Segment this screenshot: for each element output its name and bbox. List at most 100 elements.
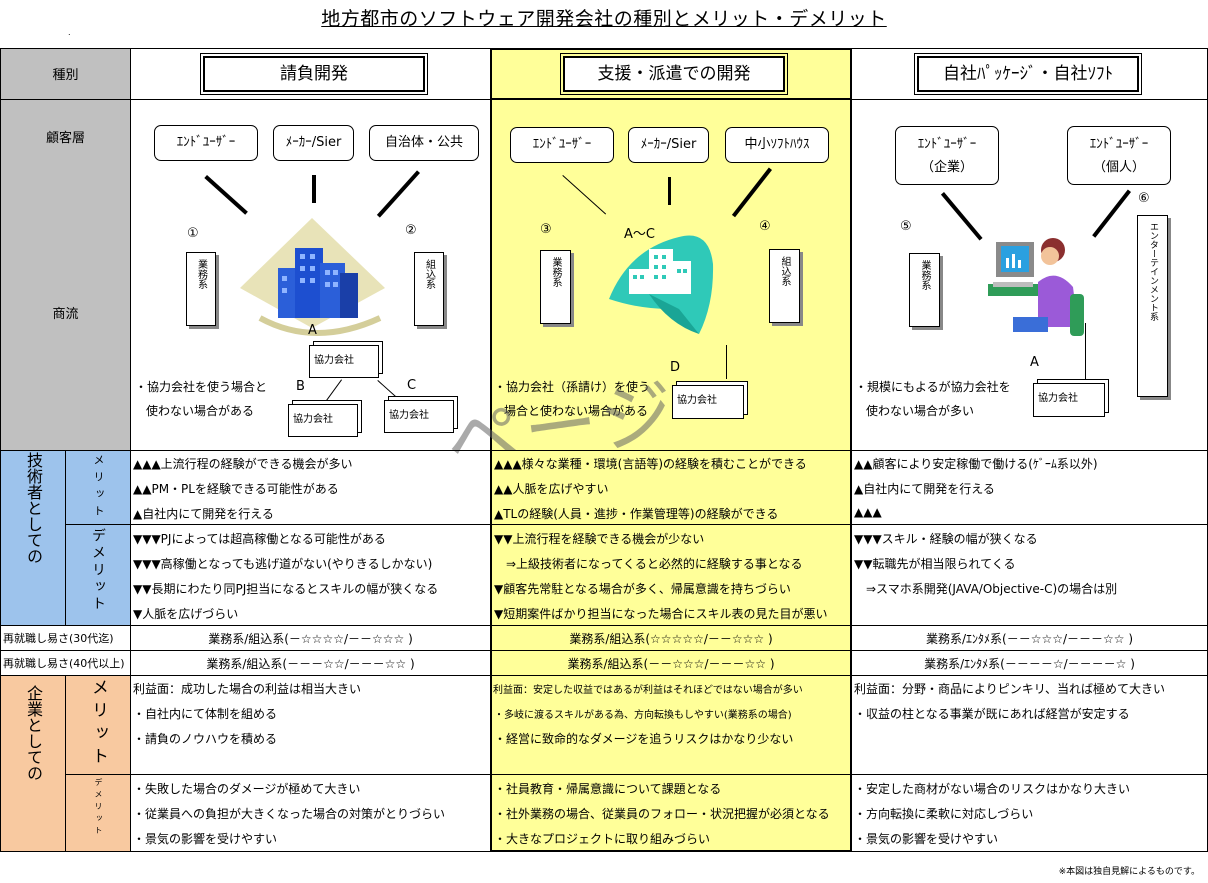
col3-line-a bbox=[1085, 323, 1086, 380]
row-label-category: 種別 bbox=[52, 68, 79, 83]
reemploy30-label: 再就職し易さ(30代迄) bbox=[3, 632, 114, 645]
col1-partner-b: 協力会社 bbox=[288, 404, 358, 437]
company-demerit-c1-1: ・失敗した場合のダメージが極めて大きい bbox=[133, 782, 361, 796]
col3-box-entertainment: エンターテインメント系 bbox=[1137, 215, 1168, 397]
company-demerit-c3-2: ・方向転換に柔軟に対応しづらい bbox=[854, 807, 1034, 821]
col2-box-embedded-label: 組込系 bbox=[779, 256, 790, 286]
tech-demerit-c2-2: ⇒上級技術者になってくると必然的に経験する事となる bbox=[494, 557, 803, 571]
col1-label-c: C bbox=[407, 378, 417, 393]
col1-label-b: B bbox=[296, 379, 305, 394]
col3-bubble-enduser-company: ｴﾝﾄﾞﾕｰｻﾞｰ（企業） bbox=[895, 126, 999, 185]
tech-merit-text: メリット bbox=[92, 454, 105, 522]
col2-bubble-smallsoft: 中小ｿﾌﾄﾊｳｽ bbox=[725, 127, 829, 163]
company-merit-label: メリット bbox=[65, 678, 131, 777]
tech-merit-c2-3: ▲TLの経験(人員・進捗・作業管理等)の経験ができる bbox=[494, 507, 779, 521]
tech-merit-c1-2: ▲▲PM・PLを経験できる可能性がある bbox=[133, 482, 339, 496]
tech-merit-c2-2: ▲▲人脈を広げやすい bbox=[494, 482, 609, 496]
col2-label-d: D bbox=[670, 360, 681, 375]
col2-bubble-maker: ﾒｰｶｰ/Sier bbox=[628, 127, 709, 163]
tech-merit-c3-1: ▲▲顧客により安定稼働で働ける(ｹﾞｰﾑ系以外) bbox=[854, 457, 1098, 471]
company-demerit-c1-2: ・従業員への負担が大きくなった場合の対策がとりづらい bbox=[133, 807, 446, 821]
company-demerit-c2-2: ・社外業務の場合、従業員のフォロー・状況把握が必須となる bbox=[494, 807, 830, 821]
tech-demerit-c3-3: ⇒スマホ系開発(JAVA/Objective-C)の場合は別 bbox=[854, 582, 1118, 596]
company-merit-c3-2: ・収益の柱となる事業が既にあれば経営が安定する bbox=[854, 707, 1130, 721]
tech-demerit-c3-1: ▼▼▼スキル・経験の幅が狭くなる bbox=[854, 532, 1038, 546]
reemploy40-label: 再就職し易さ(40代以上) bbox=[3, 657, 125, 670]
tech-demerit-c3-2: ▼▼転職先が相当限られてくる bbox=[854, 557, 1016, 571]
tech-merit-label: メリット bbox=[65, 454, 131, 526]
col2-note-line1: ・協力会社（孫請け）を使う bbox=[494, 380, 651, 394]
col3-box-business-label: 業務系 bbox=[919, 260, 930, 290]
reemploy40-c2-cell bbox=[490, 650, 852, 676]
col3-bubble1-line1: ｴﾝﾄﾞﾕｰｻﾞｰ bbox=[917, 137, 977, 152]
tech-merit-label-cell bbox=[65, 450, 131, 525]
col3-num-left: ⑤ bbox=[900, 219, 912, 234]
reemploy30-c2: 業務系/組込系(☆☆☆☆☆/－－☆☆☆ ) bbox=[569, 632, 773, 646]
row-label-customer-commerce-cell bbox=[0, 99, 131, 451]
company-demerit-col2-cell bbox=[490, 774, 852, 852]
tech-demerit-c2-4: ▼短期案件ばかり担当になった場合にスキル表の見た目が悪い bbox=[494, 607, 828, 621]
tech-merit-col2-cell bbox=[490, 450, 852, 525]
tech-demerit-c2-1: ▼▼上流行程を経験できる機会が少ない bbox=[494, 532, 705, 546]
col1-header: 請負開発 bbox=[200, 53, 428, 95]
col1-box-embedded: 組込系 bbox=[414, 252, 444, 326]
reemploy40-c2: 業務系/組込系(－－☆☆☆/－－－☆☆ ) bbox=[567, 657, 775, 671]
col3-bubble2-line2: （個人） bbox=[1092, 160, 1145, 175]
col3-note-line1: ・規模にもよるが協力会社を bbox=[855, 380, 1011, 394]
col2-box-business: 業務系 bbox=[540, 250, 571, 324]
tech-demerit-text: デメリット bbox=[90, 528, 106, 613]
tech-merit-c3-2: ▲自社内にて開発を行える bbox=[854, 482, 995, 496]
company-demerit-c3-3: ・景気の影響を受けやすい bbox=[854, 832, 999, 846]
reemploy30-c3: 業務系/ｴﾝﾀﾒ系(－－☆☆☆/－－－☆☆ ) bbox=[925, 632, 1134, 646]
reemploy40-c1: 業務系/組込系(－－－☆☆/－－－☆☆ ) bbox=[206, 657, 415, 671]
tech-demerit-label: デメリット bbox=[65, 528, 131, 617]
col1-partner-c: 協力会社 bbox=[384, 400, 454, 433]
company-merit-c1-3: ・請負のノウハウを積める bbox=[133, 732, 278, 746]
col2-box-embedded: 組込系 bbox=[769, 249, 800, 323]
tech-demerit-c1-2: ▼▼▼高稼働となっても逃げ道がない(やりきるしかない) bbox=[133, 557, 433, 571]
company-demerit-text: デメリット bbox=[94, 778, 103, 838]
company-merit-c1-2: ・自社内にて体制を組める bbox=[133, 707, 278, 721]
col3-note-line2: 使わない場合が多い bbox=[866, 404, 975, 418]
company-demerit-c2-3: ・大きなプロジェクトに取り組みづらい bbox=[494, 832, 711, 846]
company-merit-c2-1: 利益面：安定した収益ではあるが利益はそれほどではない場合が多い bbox=[493, 685, 803, 696]
company-group-label: 企業としての bbox=[0, 685, 66, 789]
col3-bubble-enduser-personal: ｴﾝﾄﾞﾕｰｻﾞｰ（個人） bbox=[1067, 126, 1171, 185]
company-merit-text: メリット bbox=[88, 678, 108, 770]
col1-bubble-maker: ﾒｰｶｰ/Sier bbox=[273, 125, 354, 161]
col3-box-business: 業務系 bbox=[909, 253, 940, 327]
col3-num-right: ⑥ bbox=[1138, 191, 1150, 206]
company-merit-c2-2: ・多岐に渡るスキルがある為、方向転換もしやすい(業務系の場合) bbox=[494, 710, 792, 721]
tech-merit-c3-3: ▲▲▲ bbox=[854, 505, 882, 519]
tech-merit-c2-1: ▲▲▲様々な業種・環境(言語等)の経験を積むことができる bbox=[494, 457, 807, 471]
company-merit-col2-cell bbox=[490, 675, 852, 775]
col1-box-business: 業務系 bbox=[186, 252, 216, 326]
row-label-commerce: 商流 bbox=[52, 307, 79, 322]
reemploy30-c1: 業務系/組込系(－☆☆☆☆/－－☆☆☆ ) bbox=[208, 632, 413, 646]
tech-demerit-c1-3: ▼▼長期にわたり同PJ担当になるとスキルの幅が狭くなる bbox=[133, 582, 439, 596]
col1-line-2 bbox=[312, 175, 316, 203]
col3-label-a: A bbox=[1030, 355, 1039, 370]
page-title: 地方都市のソフトウェア開発会社の種別とメリット・デメリット bbox=[321, 8, 887, 30]
company-demerit-label: デメリット bbox=[65, 778, 131, 842]
footnote: ※本図は独自見解によるものです。 bbox=[1058, 867, 1200, 877]
tech-demerit-c2-3: ▼顧客先常駐となる場合が多く、帰属意識を持ちづらい bbox=[494, 582, 791, 596]
tech-merit-c1-1: ▲▲▲上流行程の経験ができる機会が多い bbox=[133, 457, 353, 471]
pc-worker-icon bbox=[988, 238, 1084, 336]
company-merit-c1-1: 利益面：成功した場合の利益は相当大きい bbox=[133, 682, 362, 696]
col1-note-line2: 使わない場合がある bbox=[146, 404, 255, 418]
col2-label-ac: A～C bbox=[624, 227, 655, 242]
company-group-text: 企業としての bbox=[24, 685, 43, 781]
col2-box-business-label: 業務系 bbox=[550, 257, 561, 287]
office-building-icon bbox=[240, 218, 385, 336]
col1-bubble-enduser: ｴﾝﾄﾞﾕｰｻﾞｰ bbox=[154, 125, 258, 161]
col2-line-d bbox=[726, 345, 727, 379]
col2-num-left: ③ bbox=[540, 222, 552, 237]
col1-note-line1: ・協力会社を使う場合と bbox=[135, 380, 268, 394]
col2-bubble-enduser: ｴﾝﾄﾞﾕｰｻﾞｰ bbox=[510, 127, 614, 163]
row-label-customer: 顧客層 bbox=[45, 131, 85, 146]
tech-group-text: 技術者としての bbox=[24, 452, 43, 564]
tech-demerit-c1-4: ▼人脈を広げづらい bbox=[133, 607, 239, 621]
company-merit-c3-1: 利益面：分野・商品によりピンキリ、当れば極めて大きい bbox=[854, 682, 1166, 696]
row-label-category-cell bbox=[0, 48, 131, 100]
